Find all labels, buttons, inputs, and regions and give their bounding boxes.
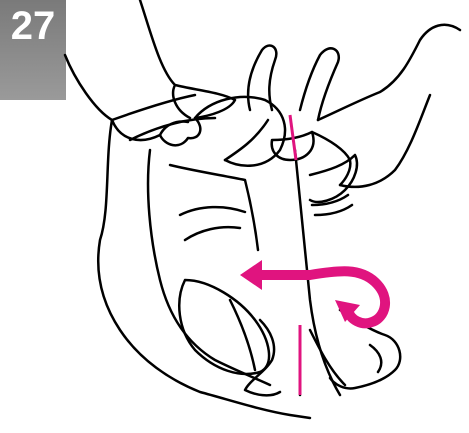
ear-flap [179,280,269,374]
helmet-shell [98,120,310,418]
left-hand [65,0,235,145]
rotation-arrow [240,115,385,395]
curved-arrow-icon [262,271,385,323]
